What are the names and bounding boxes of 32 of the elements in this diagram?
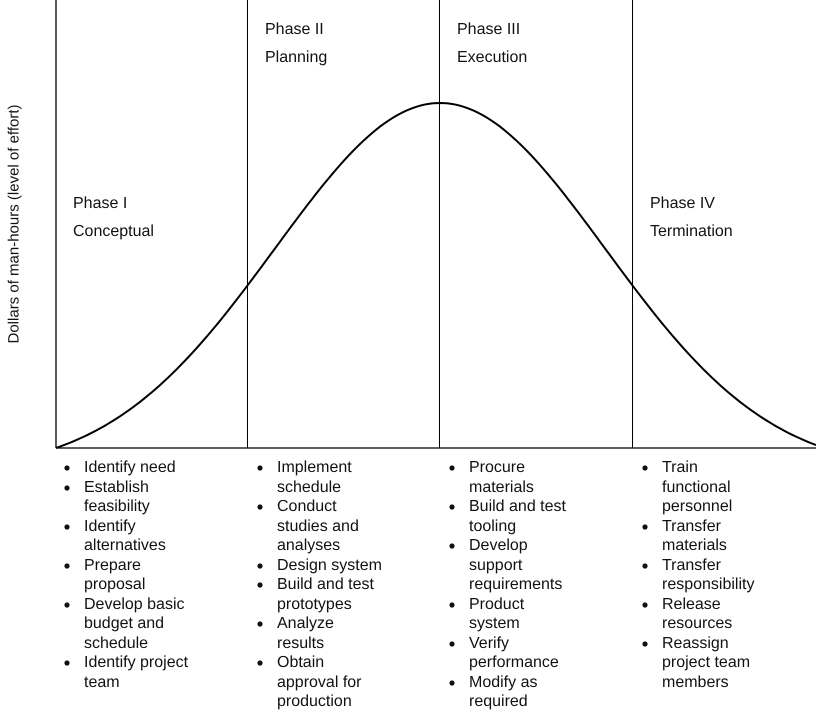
activity-item: Modify as required xyxy=(469,674,538,710)
activity-item: Procure materials xyxy=(469,459,534,496)
phase-name: Conceptual xyxy=(73,222,154,242)
activity-item: Reassign project team members xyxy=(662,634,750,690)
phase-name: Planning xyxy=(265,48,328,68)
activity-item: Prepare proposal xyxy=(84,556,146,593)
activity-item: Implement schedule xyxy=(277,459,352,496)
activity-item: Analyze results xyxy=(277,615,334,652)
phase-name: Execution xyxy=(457,48,528,68)
phase-number: Phase IV xyxy=(650,194,715,214)
activity-item: Transfer materials xyxy=(662,518,727,554)
axis-label: Dollars of man-hours (level of effort) xyxy=(6,104,22,344)
activity-item: Verify performance xyxy=(469,634,559,671)
activity-item: Product system xyxy=(469,596,524,632)
activity-item: Obtain approval for production xyxy=(277,654,362,710)
activity-item: Establish feasibility xyxy=(84,478,150,515)
phase-name: Termination xyxy=(650,222,733,242)
phase-number: Phase I xyxy=(73,194,128,214)
activity-item: Identify project team xyxy=(84,654,188,690)
phase-number: Phase II xyxy=(265,20,324,40)
activity-item: Release resources xyxy=(662,596,732,632)
activity-item: Train functional personnel xyxy=(662,459,732,515)
activity-item: Design system xyxy=(277,556,382,574)
activity-item: Transfer responsibility xyxy=(662,556,754,593)
activity-item: Develop basic budget and schedule xyxy=(84,596,184,652)
activity-item: Build and test prototypes xyxy=(277,576,374,612)
activity-item: Identify alternatives xyxy=(84,518,166,554)
activity-item: Conduct studies and analyses xyxy=(277,498,359,554)
phase-number: Phase III xyxy=(457,20,520,40)
activity-item: Develop support requirements xyxy=(469,537,562,593)
activity-item: Identify need xyxy=(84,459,176,476)
activity-item: Build and test tooling xyxy=(469,498,566,534)
